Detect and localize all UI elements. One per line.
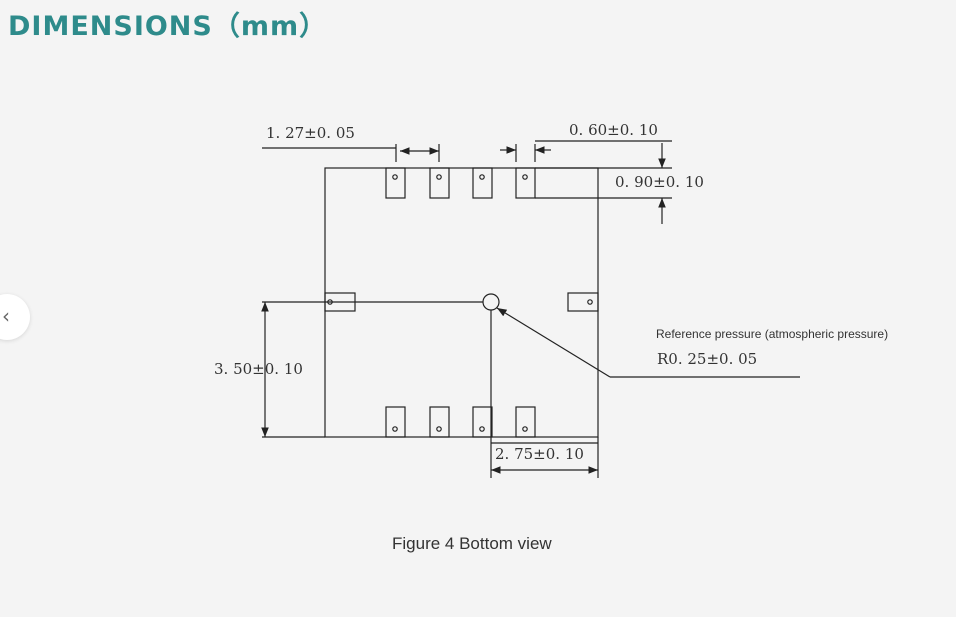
page-title: DIMENSIONS（mm） [8,11,328,42]
pad-width-dimension-label: 0. 60±0. 10 [569,121,658,139]
pad-bottom-3 [472,406,493,438]
pad-top-3 [472,167,493,199]
figure-caption: Figure 4 Bottom view [392,534,552,553]
horizontal-dimension-label: 2. 75±0. 10 [495,445,584,463]
pad-top-4 [515,167,536,199]
pad-top-2 [429,167,450,199]
reference-pressure-note: Reference pressure (atmospheric pressure… [656,327,888,341]
vertical-dimension-label: 3. 50±0. 10 [214,360,303,378]
pad-right [567,292,599,312]
pad-bottom-4 [515,406,536,438]
pad-bottom-2 [429,406,450,438]
chevron-left-icon: ‹ [2,304,10,328]
pad-length-dimension-label: 0. 90±0. 10 [615,173,704,191]
pitch-dimension-label: 1. 27±0. 05 [266,124,355,142]
hole-radius-label: R0. 25±0. 05 [657,350,757,368]
pad-top-1 [385,167,406,199]
reference-hole [482,293,500,311]
pad-bottom-1 [385,406,406,438]
